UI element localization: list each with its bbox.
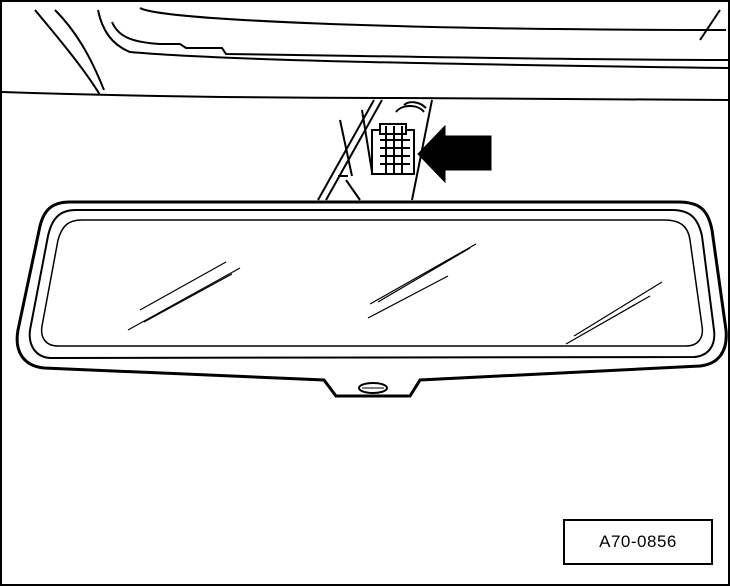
arrow-left-icon (417, 124, 492, 184)
connector-plug-icon (371, 123, 415, 175)
roof-headliner (1, 7, 729, 101)
figure-reference-label: A70-0856 (563, 519, 713, 565)
mirror-housing (15, 200, 728, 398)
mirror-bezel (28, 209, 716, 360)
glass-reflections (127, 243, 663, 345)
mirror-glass (40, 219, 704, 347)
